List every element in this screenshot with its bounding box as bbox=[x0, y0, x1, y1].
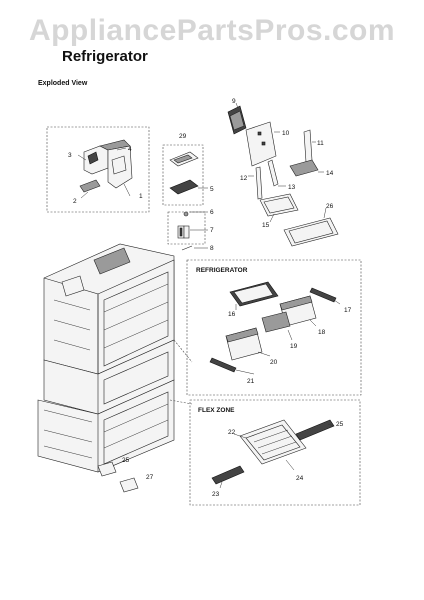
part-number: 4 bbox=[128, 146, 132, 153]
part-number: 10 bbox=[282, 130, 290, 137]
part-number: 26 bbox=[326, 203, 334, 210]
refrigerator-cabinet bbox=[37, 243, 175, 473]
part-small-fittings bbox=[177, 211, 193, 251]
section-box-flex-zone bbox=[189, 399, 361, 506]
diagram-subtitle: Exploded View bbox=[38, 80, 88, 87]
part-number: 24 bbox=[296, 475, 304, 482]
part-number: 18 bbox=[318, 329, 326, 336]
part-number: 23 bbox=[212, 491, 220, 498]
site-watermark: AppliancePartsPros.com bbox=[28, 14, 396, 47]
part-number: 29 bbox=[179, 133, 187, 140]
part-ice-tray bbox=[169, 151, 199, 195]
group-box-tray-parts bbox=[162, 144, 204, 206]
part-number: 12 bbox=[240, 175, 248, 182]
part-number: 5 bbox=[210, 186, 214, 193]
part-upper-right-assembly bbox=[227, 105, 339, 247]
part-number: 19 bbox=[290, 343, 298, 350]
part-icemaker-assembly bbox=[79, 139, 133, 193]
part-number: 8 bbox=[210, 245, 214, 252]
page-title: Refrigerator bbox=[62, 48, 148, 65]
part-number: 22 bbox=[228, 429, 236, 436]
part-number: 25 bbox=[122, 457, 130, 464]
part-number: 15 bbox=[262, 222, 270, 229]
part-number: 25 bbox=[336, 421, 344, 428]
section-label-refrigerator: REFRIGERATOR bbox=[196, 267, 248, 274]
part-fridge-shelves-bins bbox=[209, 281, 337, 373]
part-number: 21 bbox=[247, 378, 255, 385]
part-number: 14 bbox=[326, 170, 334, 177]
section-label-flex-zone: FLEX ZONE bbox=[198, 407, 235, 414]
part-flex-zone-drawer bbox=[211, 419, 335, 485]
part-number: 17 bbox=[344, 307, 352, 314]
part-loose-caps bbox=[97, 461, 139, 493]
section-box-refrigerator bbox=[186, 259, 362, 396]
part-number: 6 bbox=[210, 209, 214, 216]
part-number: 2 bbox=[73, 198, 77, 205]
group-box-door-parts bbox=[46, 126, 150, 213]
part-number: 1 bbox=[139, 193, 143, 200]
part-number: 16 bbox=[228, 311, 236, 318]
part-number: 20 bbox=[270, 359, 278, 366]
part-number: 11 bbox=[317, 140, 324, 147]
part-number: 3 bbox=[68, 152, 72, 159]
part-number: 27 bbox=[146, 474, 154, 481]
part-number: 7 bbox=[210, 227, 214, 234]
part-number: 9 bbox=[232, 98, 236, 105]
part-number: 13 bbox=[288, 184, 296, 191]
